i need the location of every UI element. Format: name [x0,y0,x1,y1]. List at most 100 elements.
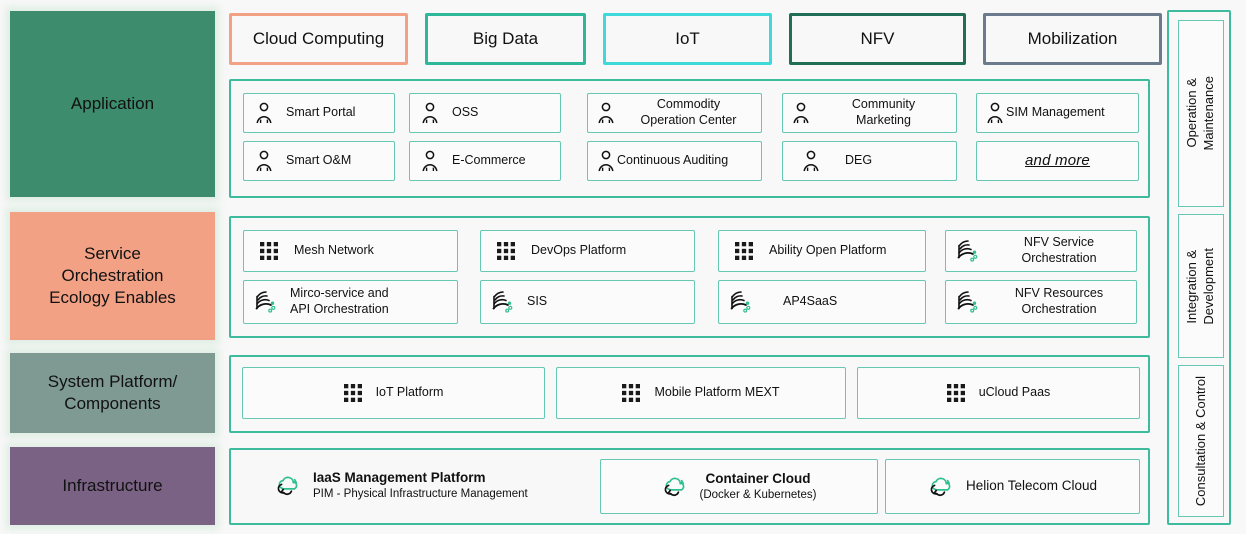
tag-nfv[interactable]: NFV [789,13,966,65]
orchestration-icon [491,290,517,314]
app-item-smart-portal[interactable]: Smart Portal [243,93,395,133]
orchestration-icon [729,290,755,314]
system-platform-panel: IoT Platform Mobile Platform MEXT uCloud… [229,355,1150,433]
app-item-e-commerce[interactable]: E-Commerce [409,141,561,181]
item-label: Smart O&M [286,153,352,168]
item-label: IaaS Management Platform [313,470,486,486]
tag-iot[interactable]: IoT [603,13,772,65]
system-item-mobile-platform-mext[interactable]: Mobile Platform MEXT [556,367,846,419]
item-label: Ability Open Platform [769,243,887,258]
person-icon [801,150,821,172]
rail-item-integration-development[interactable]: Integration &Development [1178,214,1224,358]
tag-label: Mobilization [1027,29,1118,48]
system-item-iot-platform[interactable]: IoT Platform [242,367,545,419]
orchestration-icon [956,239,982,263]
item-label: SIS [527,294,548,309]
service-item-sis[interactable]: SIS [480,280,695,324]
item-label: uCloud Paas [978,385,1051,400]
rail-item-operation-maintenance[interactable]: Operation &Maintenance [1178,20,1224,207]
item-sublabel: (Docker & Kubernetes) [699,488,817,501]
item-label: Smart Portal [286,105,356,120]
app-item-oss[interactable]: OSS [409,93,561,133]
app-item-sim-management[interactable]: SIM Management [976,93,1139,133]
service-item-devops-platform[interactable]: DevOps Platform [480,230,695,272]
domain-tag-row: Cloud Computing Big Data IoT NFV Mobiliz… [229,13,1162,65]
person-icon [791,102,811,124]
item-label: E-Commerce [452,153,526,168]
item-label: OSS [452,105,479,120]
item-label: DEG [845,153,873,168]
grid-icon [260,242,278,260]
item-label: Container Cloud [705,470,811,486]
item-label: Continuous Auditing [617,153,729,168]
rail-item-consultation-control[interactable]: Consultation & Control [1178,365,1224,517]
layer-block-system: System Platform/Components [10,353,215,433]
infra-item-iaas-management-platform[interactable]: IaaS Management Platform PIM - Physical … [275,460,595,512]
item-label: DevOps Platform [531,243,627,258]
rail-label: Integration &Development [1184,247,1216,325]
app-item-continuous-auditing[interactable]: Continuous Auditing [587,141,762,181]
service-orchestration-panel: Mesh Network DevOps Platform Ability Ope… [229,216,1150,338]
person-icon [420,150,440,172]
layer-block-infrastructure: Infrastructure [10,447,215,525]
orchestration-icon [254,290,280,314]
service-item-ability-open-platform[interactable]: Ability Open Platform [718,230,926,272]
infrastructure-panel: IaaS Management Platform PIM - Physical … [229,448,1150,525]
rail-label: Operation &Maintenance [1184,76,1216,151]
tag-cloud-computing[interactable]: Cloud Computing [229,13,408,65]
cross-cutting-rail: Operation &Maintenance Integration &Deve… [1167,10,1231,525]
item-label: Helion Telecom Cloud [965,478,1098,494]
person-icon [596,102,616,124]
tag-mobilization[interactable]: Mobilization [983,13,1162,65]
item-label: AP4SaaS [783,294,838,309]
person-icon [420,102,440,124]
infra-item-helion-telecom-cloud[interactable]: Helion Telecom Cloud [885,459,1140,514]
item-label: IoT Platform [375,385,444,400]
system-item-ucloud-paas[interactable]: uCloud Paas [857,367,1140,419]
item-label: and more [1025,151,1090,169]
tag-label: Big Data [472,29,539,48]
person-icon [596,150,616,172]
tag-big-data[interactable]: Big Data [425,13,586,65]
service-item-ap4saas[interactable]: AP4SaaS [718,280,926,324]
layer-block-application: Application [10,11,215,197]
layer-label-infrastructure: Infrastructure [62,476,163,496]
grid-icon [946,384,965,402]
grid-icon [497,242,515,260]
grid-icon [622,384,641,402]
grid-icon [735,242,753,260]
app-item-and-more[interactable]: and more [976,141,1139,181]
cloud-icon [928,476,954,498]
tag-label: NFV [860,29,895,48]
infra-item-container-cloud[interactable]: Container Cloud (Docker & Kubernetes) [600,459,878,514]
orchestration-icon [956,290,982,314]
app-item-deg[interactable]: DEG [782,141,957,181]
tag-label: IoT [675,29,700,48]
app-item-smart-om[interactable]: Smart O&M [243,141,395,181]
layer-label-application: Application [70,94,155,114]
person-icon [254,102,274,124]
cloud-icon [662,476,688,498]
item-label: Mobile Platform MEXT [654,385,780,400]
service-item-mesh-network[interactable]: Mesh Network [243,230,458,272]
layer-label-system: System Platform/Components [47,372,178,413]
item-label: SIM Management [1006,105,1105,120]
person-icon [985,102,1005,124]
person-icon [254,150,274,172]
item-label: Mesh Network [294,243,374,258]
tag-label: Cloud Computing [252,29,385,48]
